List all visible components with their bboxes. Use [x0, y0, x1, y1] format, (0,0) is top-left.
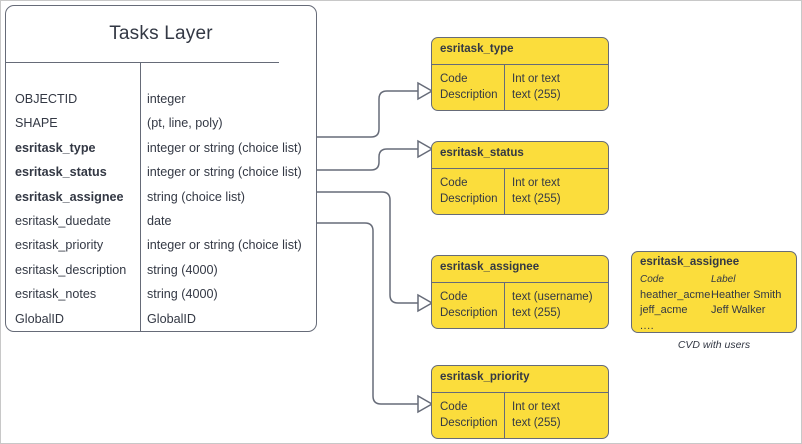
domain-box-esritask-type: esritask_type Code Description Int or te…: [431, 37, 609, 111]
field-name: esritask_duedate: [15, 213, 111, 228]
table-row: OBJECTID integer: [6, 87, 316, 111]
connector-priority: [317, 222, 418, 405]
domain-box-esritask-status: esritask_status Code Description Int or …: [431, 141, 609, 215]
domain-box-esritask-priority: esritask_priority Code Description Int o…: [431, 365, 609, 439]
table-row: esritask_priority integer or string (cho…: [6, 233, 316, 257]
table-row: esritask_assignee string (choice list): [6, 185, 316, 209]
domain-header-divider: [431, 168, 609, 169]
domain-right-line: text (255): [512, 306, 561, 319]
domain-left-column: Code Description: [440, 176, 498, 207]
field-name: esritask_priority: [15, 238, 104, 253]
domain-right-line: text (255): [512, 88, 561, 101]
cvd-ellipsis: ....: [640, 319, 655, 332]
domain-right-line: text (username): [512, 291, 593, 303]
arrowhead-assignee-icon: [417, 293, 434, 313]
arrowhead-status-icon: [417, 139, 434, 159]
table-row: SHAPE (pt, line, poly): [6, 111, 316, 135]
field-name: esritask_type: [15, 140, 96, 155]
domain-right-line: Int or text: [512, 177, 560, 189]
field-name: SHAPE: [15, 116, 58, 131]
domain-right-column: Int or text text (255): [512, 400, 561, 431]
cvd-code-value: heather_acme: [640, 288, 711, 301]
domain-left-column: Code Description: [440, 290, 498, 321]
domain-column-divider: [504, 282, 505, 329]
domain-title: esritask_status: [440, 147, 524, 159]
domain-column-divider: [504, 64, 505, 111]
field-name: GlobalID: [15, 311, 64, 326]
field-type: (pt, line, poly): [147, 116, 223, 131]
domain-left-column: Code Description: [440, 72, 498, 103]
domain-left-line: Code: [440, 177, 468, 189]
domain-title: esritask_priority: [440, 371, 530, 383]
domain-left-line: Description: [440, 192, 498, 205]
domain-column-divider: [504, 168, 505, 215]
table-row: esritask_status integer or string (choic…: [6, 160, 316, 184]
entity-title-divider: [5, 62, 279, 63]
cvd-code-value: jeff_acme: [640, 304, 688, 316]
cvd-code-header: Code: [640, 274, 664, 285]
field-name: OBJECTID: [15, 92, 78, 106]
table-row: GlobalID GlobalID: [6, 307, 316, 331]
field-type: string (4000): [147, 287, 218, 302]
cvd-label-header: Label: [711, 274, 736, 285]
cvd-label-column: Label Heather Smith Jeff Walker: [711, 272, 781, 319]
domain-right-line: Int or text: [512, 401, 560, 413]
field-type: integer or string (choice list): [147, 238, 302, 253]
entity-field-list: OBJECTID integer SHAPE (pt, line, poly) …: [6, 63, 316, 331]
domain-box-esritask-assignee: esritask_assignee Code Description text …: [431, 255, 609, 329]
field-name: esritask_notes: [15, 287, 97, 302]
table-row: esritask_type integer or string (choice …: [6, 136, 316, 160]
table-row: esritask_description string (4000): [6, 258, 316, 282]
domain-left-line: Description: [440, 416, 498, 429]
connector-type: [317, 90, 418, 138]
field-type: date: [147, 213, 172, 228]
field-type: string (choice list): [147, 189, 245, 204]
cvd-sample-box: esritask_assignee Code heather_acme jeff…: [631, 251, 797, 333]
connector-assignee: [317, 191, 418, 304]
cvd-label-value: Heather Smith: [711, 288, 782, 301]
arrowhead-priority-icon: [417, 394, 434, 414]
domain-right-line: Int or text: [512, 73, 560, 85]
domain-left-column: Code Description: [440, 400, 498, 431]
domain-column-divider: [504, 392, 505, 439]
field-type: integer or string (choice list): [147, 165, 302, 180]
domain-left-line: Code: [440, 401, 468, 413]
field-type: integer: [147, 92, 186, 106]
table-row: esritask_notes string (4000): [6, 282, 316, 306]
entity-title: Tasks Layer: [109, 23, 213, 44]
field-name: esritask_status: [15, 165, 107, 180]
domain-title: esritask_type: [440, 43, 514, 55]
domain-header-divider: [431, 392, 609, 393]
domain-title: esritask_assignee: [440, 261, 540, 273]
domain-header-divider: [431, 282, 609, 283]
field-name: esritask_description: [15, 262, 127, 277]
domain-header-divider: [431, 64, 609, 65]
table-row: esritask_duedate date: [6, 209, 316, 233]
domain-right-column: text (username) text (255): [512, 290, 593, 321]
arrowhead-type-icon: [417, 81, 434, 101]
cvd-label-value: Jeff Walker: [711, 304, 766, 316]
domain-left-line: Description: [440, 306, 498, 319]
domain-right-line: text (255): [512, 416, 561, 429]
field-type: string (4000): [147, 262, 218, 277]
cvd-caption: CVD with users: [677, 339, 751, 351]
cvd-title: esritask_assignee: [640, 256, 740, 268]
entity-column-divider: [140, 62, 141, 332]
entity-table-tasks-layer: Tasks Layer OBJECTID integer SHAPE (pt, …: [5, 5, 317, 332]
domain-left-line: Code: [440, 73, 468, 85]
domain-left-line: Code: [440, 291, 468, 303]
domain-left-line: Description: [440, 88, 498, 101]
cvd-code-column: Code heather_acme jeff_acme ....: [640, 272, 710, 334]
domain-right-column: Int or text text (255): [512, 72, 561, 103]
domain-right-column: Int or text text (255): [512, 176, 561, 207]
field-name: esritask_assignee: [15, 189, 124, 204]
domain-right-line: text (255): [512, 192, 561, 205]
field-type: GlobalID: [147, 311, 196, 326]
field-type: integer or string (choice list): [147, 140, 302, 155]
connector-status: [317, 148, 418, 171]
